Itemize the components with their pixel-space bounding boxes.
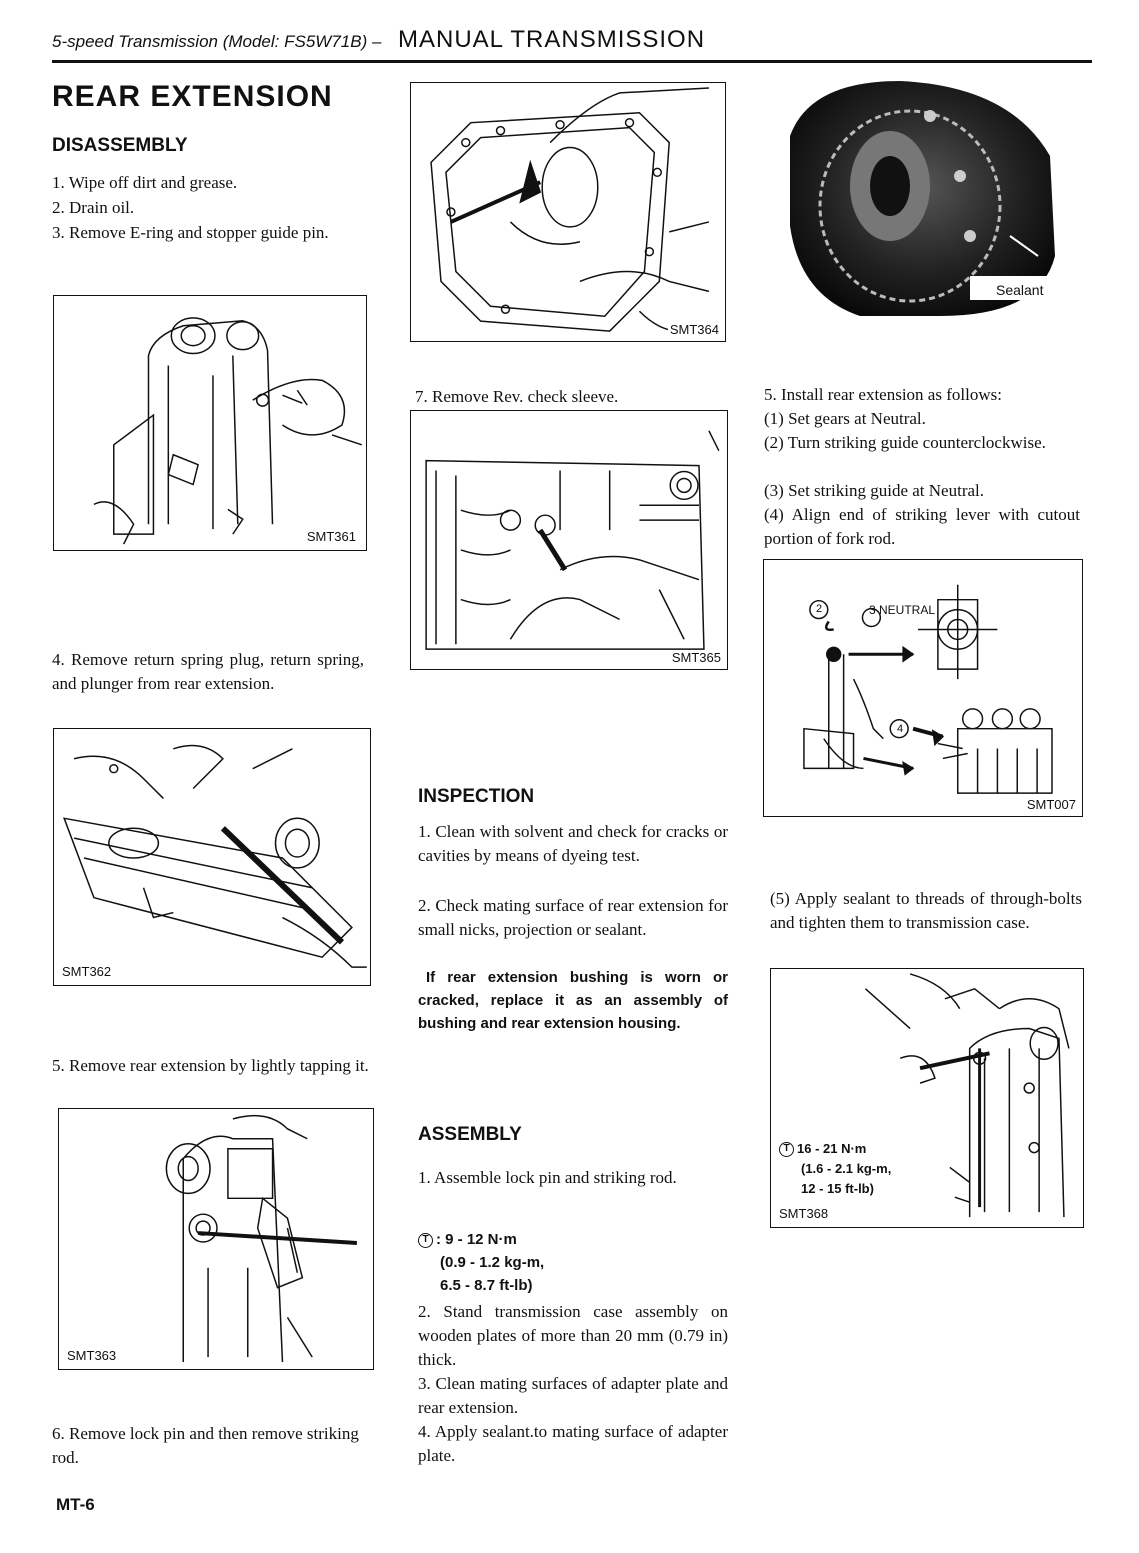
install-torque-line-1: 16 - 21 N·m	[797, 1141, 867, 1156]
callout-4: 4	[897, 723, 904, 735]
figure-smt362-label: SMT362	[60, 964, 114, 979]
inspection-step-2: 2. Check mating surface of rear extensio…	[418, 896, 728, 939]
assembly-torque-spec: T: 9 - 12 N·m (0.9 - 1.2 kg-m, 6.5 - 8.7…	[418, 1228, 544, 1297]
disassembly-heading: DISASSEMBLY	[52, 135, 188, 156]
figure-smt363-label: SMT363	[65, 1348, 119, 1363]
install-sub-5: (5) Apply sealant to threads of through-…	[770, 889, 1082, 932]
header-section: MANUAL TRANSMISSION	[398, 26, 706, 53]
header-model: 5-speed Transmission (Model: FS5W71B) –	[52, 32, 382, 51]
figure-smt361-drawing	[93, 317, 363, 545]
disassembly-step-1: 1. Wipe off dirt and grease.	[52, 173, 238, 192]
install-sub-3: (3) Set striking guide at Neutral.	[764, 481, 985, 500]
figure-smt007: 3 NEUTRAL 2 3 4 SMT007	[763, 559, 1083, 817]
disassembly-step-3: 3. Remove E-ring and stopper guide pin.	[52, 223, 329, 242]
install-torque-line-2: (1.6 - 2.1 kg-m,	[801, 1161, 892, 1176]
figure-smt363: SMT363	[58, 1108, 374, 1370]
photo-sealant: Sealant	[780, 76, 1058, 322]
install-sub-2: (2) Turn striking guide counterclockwise…	[764, 433, 1046, 452]
install-sub-1: (1) Set gears at Neutral.	[764, 409, 926, 428]
torque-icon: T	[418, 1232, 433, 1248]
disassembly-step-2: 2. Drain oil.	[52, 198, 135, 217]
assembly-torque-line-2: (0.9 - 1.2 kg-m,	[440, 1254, 545, 1271]
figure-smt362: SMT362	[53, 728, 371, 986]
disassembly-step-4: 4. Remove return spring plug, return spr…	[52, 650, 364, 693]
sealant-label: Sealant	[996, 282, 1044, 298]
disassembly-step-6: 6. Remove lock pin and then remove strik…	[52, 1424, 359, 1467]
page-number: MT-6	[56, 1495, 95, 1514]
disassembly-step-7: 7. Remove Rev. check sleeve.	[415, 387, 619, 406]
neutral-label: 3 NEUTRAL	[869, 603, 936, 617]
assembly-step-3: 3. Clean mating surfaces of adapter plat…	[418, 1374, 728, 1417]
assembly-torque-line-3: 6.5 - 8.7 ft-lb)	[440, 1277, 533, 1294]
disassembly-step-5: 5. Remove rear extension by lightly tapp…	[52, 1056, 369, 1075]
page-header: 5-speed Transmission (Model: FS5W71B) – …	[52, 26, 1092, 58]
callout-2: 2	[816, 603, 823, 615]
page-title: REAR EXTENSION	[52, 80, 333, 113]
figure-smt365-label: SMT365	[669, 650, 723, 665]
assembly-torque-line-1: : 9 - 12 N·m	[436, 1231, 517, 1248]
assembly-step-2: 2. Stand transmission case assembly on w…	[418, 1302, 728, 1369]
figure-smt368-label: SMT368	[777, 1206, 831, 1221]
install-step-5: 5. Install rear extension as follows:	[764, 385, 1002, 404]
figure-smt007-label: SMT007	[1024, 797, 1078, 812]
assembly-step-4: 4. Apply sealant.to mating surface of ad…	[418, 1422, 728, 1465]
figure-smt007-drawing	[803, 584, 1053, 794]
figure-smt363-drawing	[165, 1114, 358, 1363]
figure-smt364-drawing	[430, 87, 710, 332]
install-sub-4: (4) Align end of striking lever with cut…	[764, 505, 1080, 548]
figure-smt361-label: SMT361	[304, 529, 358, 544]
figure-smt365-drawing	[425, 430, 720, 650]
assembly-step-1: 1. Assemble lock pin and striking rod.	[418, 1168, 677, 1187]
torque-icon: T	[779, 1142, 794, 1158]
inspection-step-1: 1. Clean with solvent and check for crac…	[418, 822, 728, 865]
figure-smt368-drawing	[864, 973, 1070, 1218]
assembly-heading: ASSEMBLY	[418, 1124, 522, 1145]
header-rule	[52, 60, 1092, 63]
inspection-heading: INSPECTION	[418, 786, 535, 807]
photo-sealant-drawing	[790, 81, 1055, 316]
figure-smt361: SMT361	[53, 295, 367, 551]
figure-smt364: SMT364	[410, 82, 726, 342]
figure-smt364-label: SMT364	[667, 322, 721, 337]
inspection-note: If rear extension bushing is worn or cra…	[418, 969, 728, 1032]
figure-smt362-drawing	[62, 744, 367, 968]
install-torque-line-3: 12 - 15 ft-lb)	[801, 1181, 874, 1196]
figure-smt365: SMT365	[410, 410, 728, 670]
